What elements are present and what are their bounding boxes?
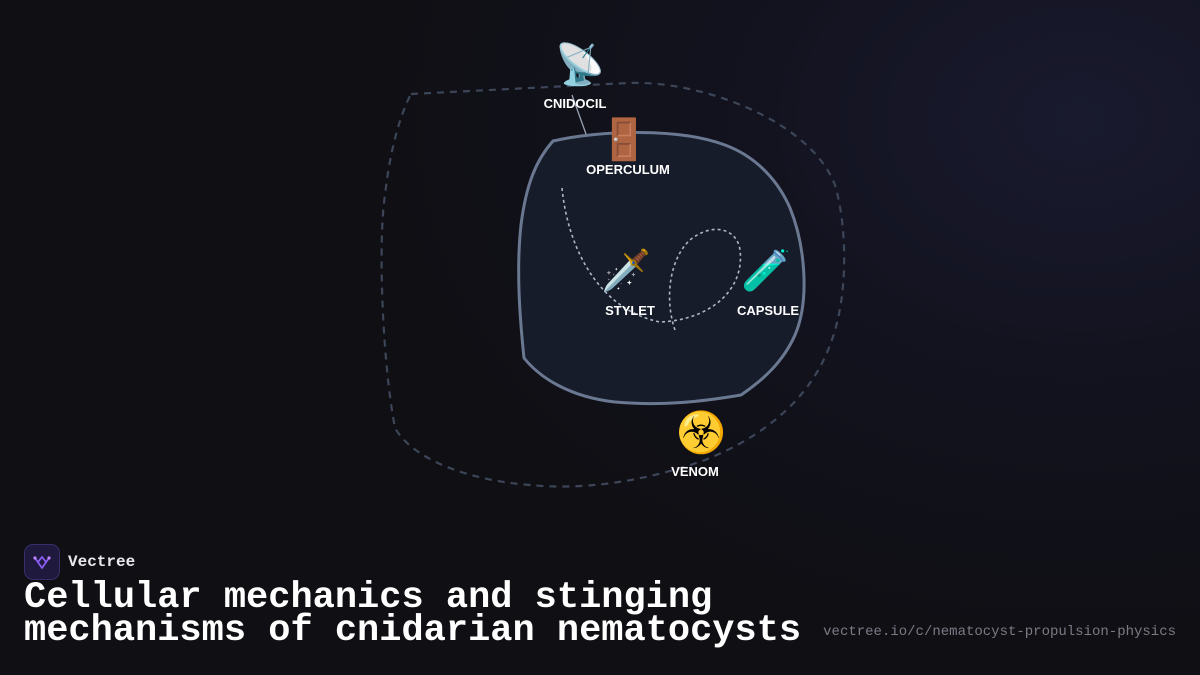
- capsule-body: [517, 131, 806, 406]
- capsule-label: CAPSULE: [737, 303, 799, 318]
- door-icon: 🚪: [599, 116, 649, 162]
- brand-name: Vectree: [68, 553, 136, 571]
- venom-label: VENOM: [671, 464, 719, 479]
- satellite-dish-icon: 📡: [555, 39, 605, 87]
- brand: Vectree: [24, 544, 135, 580]
- cnidocil-connector: [571, 94, 587, 135]
- page-title: Cellular mechanics and stinging mechanis…: [24, 577, 802, 652]
- node-venom: ☣️ VENOM: [671, 409, 726, 479]
- node-operculum: 🚪 OPERCULUM: [586, 116, 670, 177]
- coiled-thread: [561, 187, 742, 331]
- node-cnidocil: 📡 CNIDOCIL: [544, 39, 607, 111]
- node-capsule: 🧪 CAPSULE: [737, 249, 799, 318]
- operculum-label: OPERCULUM: [586, 162, 670, 177]
- dagger-icon: 🗡️: [601, 247, 651, 293]
- cnidocyte-outline: [380, 81, 846, 488]
- node-stylet: 🗡️ STYLET: [601, 247, 655, 318]
- vectree-logo-icon: [24, 544, 60, 580]
- vectree-logo-mark: [33, 556, 51, 569]
- source-url: vectree.io/c/nematocyst-propulsion-physi…: [823, 624, 1176, 640]
- test-tube-icon: 🧪: [741, 249, 791, 293]
- stylet-label: STYLET: [605, 303, 655, 318]
- cnidocil-label: CNIDOCIL: [544, 96, 607, 111]
- biohazard-icon: ☣️: [676, 409, 726, 455]
